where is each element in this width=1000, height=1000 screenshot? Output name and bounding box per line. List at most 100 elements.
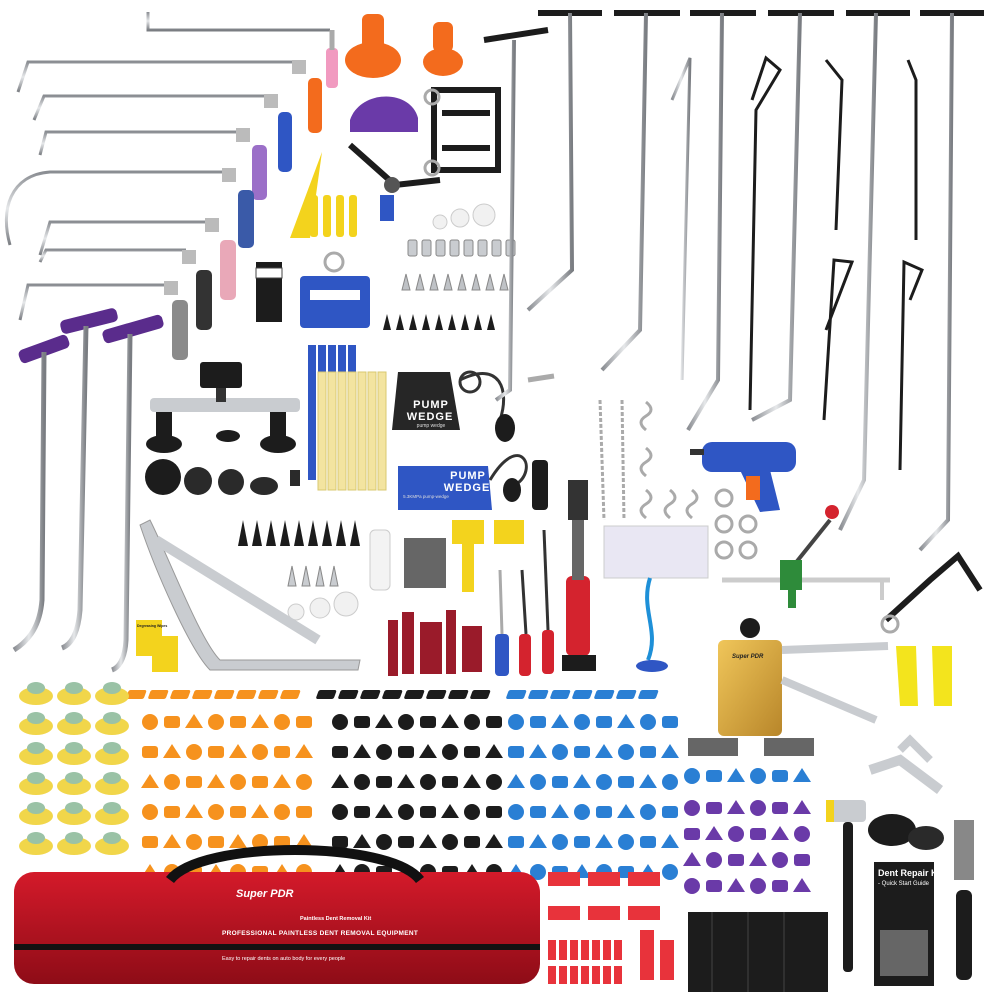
lifter-brand: Super PDR (732, 654, 764, 660)
metal-tip (499, 273, 509, 291)
glue-tab (375, 714, 393, 728)
black-tip (308, 520, 318, 546)
glue-tab (750, 828, 766, 840)
glue-tab (772, 802, 788, 814)
glue-tab (661, 834, 679, 848)
glue-stick-blue (308, 345, 316, 480)
glue-tab (508, 714, 524, 730)
hook-tool (883, 551, 983, 623)
black-tips-row (238, 520, 360, 587)
glue-tab (464, 746, 480, 758)
mushroom-tab-top (103, 682, 121, 694)
metal-tip (407, 239, 418, 257)
glue-tab (316, 690, 337, 699)
glue-tab (485, 834, 503, 848)
glue-tab (684, 768, 700, 784)
hex-keys (868, 734, 943, 794)
mushroom-tab-base (19, 837, 53, 855)
metal-tip (421, 239, 432, 257)
pump-wedge-small-shape (398, 454, 528, 510)
glue-sticks (308, 345, 387, 491)
glue-tab (572, 690, 593, 699)
glue-tab (442, 776, 458, 788)
glue-stick-yellow (377, 371, 387, 491)
glue-tab (794, 854, 810, 866)
glue-tab (229, 834, 247, 848)
metal-tip (477, 239, 488, 257)
glue-tab (771, 826, 789, 840)
knockdown-wedges (290, 152, 357, 238)
metal-tip (435, 239, 446, 257)
red-tab (628, 906, 660, 920)
glue-tab (192, 690, 213, 699)
glue-tab (684, 878, 700, 894)
glue-tab (382, 690, 403, 699)
metal-tip (449, 239, 460, 257)
pump-wedge-large-line1: PUMP (413, 399, 449, 411)
glue-tab (332, 804, 348, 820)
glue-tab (508, 804, 524, 820)
glue-tab (550, 690, 571, 699)
black-tip (422, 314, 430, 330)
glue-tab (420, 806, 436, 818)
red-tab (548, 940, 556, 960)
degreasing-wipes (136, 620, 178, 672)
mushroom-tab-base (57, 777, 91, 795)
glue-tab (273, 774, 291, 788)
glue-tab (529, 744, 547, 758)
red-tab (588, 872, 620, 886)
glue-tab (397, 774, 415, 788)
red-tab (548, 966, 556, 984)
glue-tab (617, 714, 635, 728)
glue-tab (793, 800, 811, 814)
glue-tab (441, 804, 459, 818)
metal-tips (401, 239, 516, 291)
bag-tagline: Paintless Dent Removal Kit (300, 916, 372, 922)
black-tip (396, 314, 404, 330)
glue-tab (727, 800, 745, 814)
mushroom-tab-base (19, 777, 53, 795)
red-tab (592, 966, 600, 984)
glue-tab (463, 774, 481, 788)
red-tab (614, 940, 622, 960)
pump-wedge-large-sub: pump wedge (416, 423, 446, 429)
mushroom-tab-base (19, 747, 53, 765)
glue-tab (794, 826, 810, 842)
glue-tab (595, 744, 613, 758)
metal-tip (315, 565, 325, 587)
glue-tab (252, 744, 268, 760)
rubber-pads (145, 459, 300, 495)
pump-wedge-small-line2: WEDGE (443, 482, 491, 494)
glue-tab (332, 836, 348, 848)
bag-title: PROFESSIONAL PAINTLESS DENT REMOVAL EQUI… (222, 930, 419, 937)
red-tab (603, 966, 611, 984)
glue-tab (552, 776, 568, 788)
glue-tab (376, 834, 392, 850)
mushroom-tab-top (65, 802, 83, 814)
glue-tab (574, 804, 590, 820)
glue-tab (574, 746, 590, 758)
glue-tab (661, 744, 679, 758)
black-tips (383, 314, 495, 330)
mushroom-tab-top (65, 772, 83, 784)
glue-tab (486, 716, 502, 728)
metal-tip (415, 273, 425, 291)
red-tab (548, 872, 580, 886)
bridge-puller (146, 362, 300, 453)
red-tab (559, 940, 567, 960)
glue-tab (354, 716, 370, 728)
metal-tip (287, 565, 297, 587)
glue-tab (207, 774, 225, 788)
glue-tab (274, 836, 290, 848)
lever-tool (348, 142, 441, 221)
black-tip (435, 314, 443, 330)
mushroom-tab-top (65, 742, 83, 754)
mushroom-tab-base (95, 807, 129, 825)
tool-roll (688, 912, 828, 992)
glue-tab (683, 852, 701, 866)
black-tip (322, 520, 332, 546)
glue-tab (185, 714, 203, 728)
mushroom-tab-top (103, 832, 121, 844)
metal-tip (457, 273, 467, 291)
glue-tab (640, 714, 656, 730)
